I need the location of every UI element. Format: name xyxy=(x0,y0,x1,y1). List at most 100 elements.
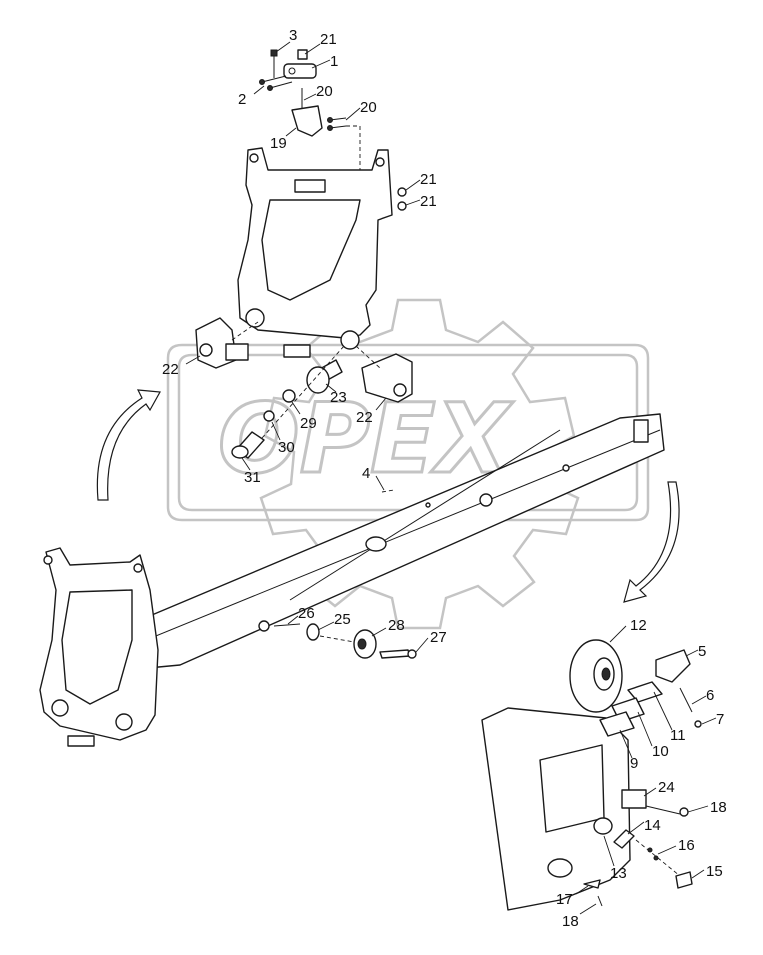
callout-11: 11 xyxy=(670,727,686,744)
shim-9 xyxy=(599,711,635,737)
bolt-27-head xyxy=(407,649,417,659)
curved-arrow-right xyxy=(623,481,680,603)
callout-2: 2 xyxy=(238,91,246,108)
callout-10: 10 xyxy=(652,743,669,760)
watermark-frame-inner xyxy=(177,353,639,512)
callout-18-bottom: 18 xyxy=(562,913,579,930)
nose-slot xyxy=(547,858,573,878)
callout-17: 17 xyxy=(556,891,573,908)
head-frame-window xyxy=(261,199,361,301)
callout-12: 12 xyxy=(630,617,647,634)
boom-slot xyxy=(365,536,387,552)
callout-9: 9 xyxy=(630,755,638,772)
washer-16b xyxy=(653,855,659,861)
callout-29: 29 xyxy=(300,415,317,432)
plate-14 xyxy=(613,829,635,849)
callout-21-mid: 21 xyxy=(420,171,437,188)
bolt-2b-head xyxy=(267,85,273,91)
watermark-frame-outer xyxy=(166,343,650,522)
bolt-15 xyxy=(675,871,693,889)
callout-labels: 3 21 1 2 20 20 19 21 21 22 23 22 29 30 3… xyxy=(162,27,727,930)
callout-28: 28 xyxy=(388,617,405,634)
bracket-22-left-hole xyxy=(199,343,213,357)
callout-4: 4 xyxy=(362,465,370,482)
slide-pad xyxy=(283,344,311,358)
boom-hole-2 xyxy=(562,464,570,472)
tail-frame-hole-b xyxy=(133,563,143,573)
callout-20-upper: 20 xyxy=(316,83,333,100)
bolt-27-shaft xyxy=(379,649,411,659)
boom-hole-1 xyxy=(479,493,493,507)
tail-frame-hole-a xyxy=(43,555,53,565)
bolt-26 xyxy=(273,623,301,627)
bolt-20b-head xyxy=(327,125,333,131)
pulley-12-bore xyxy=(601,667,611,681)
upper-head-frame xyxy=(237,147,407,358)
leader-lines xyxy=(185,41,717,915)
spacer-25 xyxy=(306,623,320,641)
callout-26: 26 xyxy=(298,605,315,622)
bolt-18b xyxy=(597,895,603,907)
assembly-guide-3 xyxy=(355,345,381,369)
washer-29 xyxy=(282,389,296,403)
nut-21c xyxy=(397,201,407,211)
bracket-22-left-pad xyxy=(225,343,249,361)
pin-assembly xyxy=(231,345,345,459)
callout-6: 6 xyxy=(706,687,714,704)
clip-17 xyxy=(583,879,601,889)
assembly-guide-2 xyxy=(231,321,259,341)
head-frame-bore-left xyxy=(245,308,265,328)
callout-15: 15 xyxy=(706,863,723,880)
bushing-13 xyxy=(593,817,613,835)
callout-24: 24 xyxy=(658,779,675,796)
bolt-3-head xyxy=(270,49,278,57)
roller-28-bore xyxy=(357,638,367,650)
callout-25: 25 xyxy=(334,611,351,628)
bolt-18a xyxy=(645,805,681,815)
callout-1: 1 xyxy=(330,53,338,70)
bolt-31-head xyxy=(231,445,249,459)
tail-frame-bore-right xyxy=(115,713,133,731)
clamp-hole xyxy=(288,67,296,75)
callout-18-right: 18 xyxy=(710,799,727,816)
bolt-2a xyxy=(261,75,287,83)
clip-7 xyxy=(694,720,702,728)
tail-frame-bore-left xyxy=(51,699,69,717)
watermark-text: OPEX xyxy=(218,383,514,495)
nose-side-panel xyxy=(539,744,605,833)
callout-5: 5 xyxy=(698,643,706,660)
head-frame-top-block xyxy=(294,179,326,193)
callout-14: 14 xyxy=(644,817,661,834)
boom-marker xyxy=(381,489,395,493)
bolt-20a-head xyxy=(327,117,333,123)
callout-3: 3 xyxy=(289,27,297,44)
boom-hole-3 xyxy=(425,502,431,508)
pin-23-head xyxy=(306,366,330,394)
boom-end-plate xyxy=(633,419,649,443)
boom-diag-line xyxy=(289,429,561,601)
roller-assembly xyxy=(258,620,417,659)
boom-section-4 xyxy=(139,413,665,669)
callout-19: 19 xyxy=(270,135,287,152)
curved-arrow-left xyxy=(96,389,161,501)
head-frame-hole-left xyxy=(249,153,259,163)
top-hardware xyxy=(259,49,361,200)
callout-30: 30 xyxy=(278,439,295,456)
pin-6 xyxy=(679,687,693,713)
head-frame-bore-right xyxy=(340,330,360,350)
bolt-18a-head xyxy=(679,807,689,817)
callout-20-lower: 20 xyxy=(360,99,377,116)
callout-22-left: 22 xyxy=(162,361,179,378)
direction-arrows xyxy=(96,389,680,603)
cover-5 xyxy=(655,649,691,683)
nose-section xyxy=(481,639,702,911)
boom-edge-line xyxy=(145,429,661,641)
assembly-guide-5 xyxy=(319,635,355,643)
tail-frame-pad xyxy=(67,735,95,747)
nut-21 xyxy=(297,49,308,60)
bracket-19 xyxy=(291,105,323,137)
washer-16a xyxy=(647,847,653,853)
callout-13: 13 xyxy=(610,865,627,882)
